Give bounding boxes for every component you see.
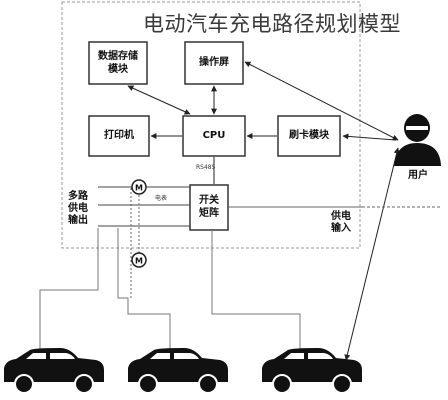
card-reader-label: 刷卡模块 (289, 130, 329, 141)
multi-output-label: 多路 供电 输出 (68, 191, 88, 226)
cpu-label: CPU (202, 130, 226, 141)
feed-line-car-2 (117, 228, 171, 360)
user-icon (394, 114, 441, 166)
meter-upper-label: M (135, 184, 143, 193)
meter-lower (131, 252, 147, 268)
operation-screen-box (184, 41, 244, 85)
car-icon (4, 348, 104, 394)
user-card-arrow (342, 133, 397, 141)
operation-screen-label: 操作屏 (199, 57, 229, 68)
data-storage-label: 数据存储 模块 (98, 51, 138, 75)
meter-lower-label: M (135, 257, 143, 266)
feed-line-car-3 (211, 230, 301, 360)
car-user-arrow (344, 147, 400, 361)
feed-line-car-1 (39, 228, 99, 360)
car-icon (128, 348, 228, 394)
power-label: 电表 (155, 195, 168, 202)
printer-label: 打印机 (104, 130, 134, 141)
printer-box (88, 115, 150, 157)
power-input-label: 供电 输入 (331, 211, 351, 234)
rs485-label: RS485 (196, 164, 216, 171)
data-storage-box (88, 41, 148, 85)
screen-user-arrow (244, 61, 399, 141)
switch-matrix-label: 开关 矩阵 (199, 195, 219, 219)
switch-matrix-box (189, 184, 229, 231)
car-icon (262, 348, 362, 394)
meter-upper (131, 179, 147, 195)
storage-cpu-arrow (127, 85, 191, 115)
diagram-title: 电动汽车充电路径规划模型 (143, 12, 401, 36)
user-label: 用户 (408, 170, 428, 181)
